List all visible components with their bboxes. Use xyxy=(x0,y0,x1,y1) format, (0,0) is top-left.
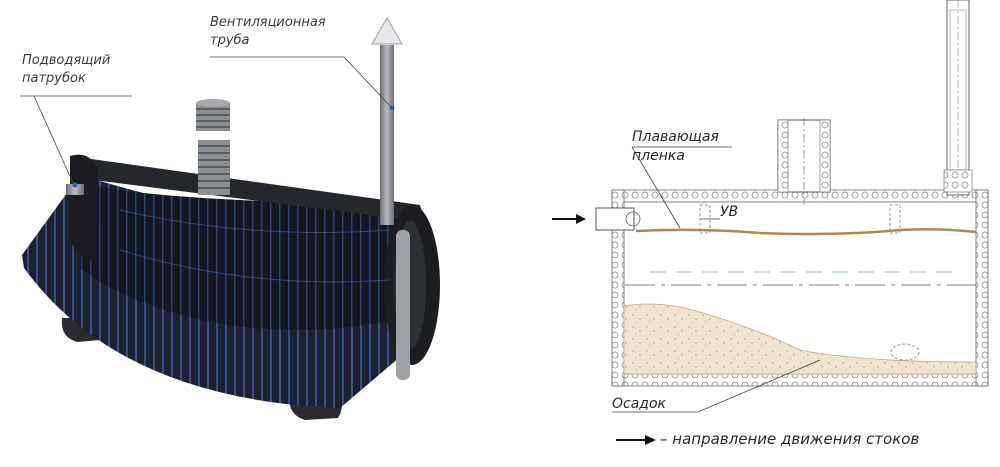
label-water-level: УВ xyxy=(720,204,739,220)
vent-cap xyxy=(371,16,403,45)
label-sediment: Осадок xyxy=(612,396,666,412)
watermark-logo-icon xyxy=(820,444,840,464)
watermark-item: pknic.ru xyxy=(690,442,769,466)
watermark-item: pknic.ru xyxy=(40,442,119,466)
watermark-logo-icon xyxy=(690,444,710,464)
section-inlet-pipe xyxy=(595,207,635,231)
tank-top-rim xyxy=(70,156,425,222)
watermark-item: pknic.ru xyxy=(560,442,639,466)
inflow-arrow xyxy=(552,214,586,224)
watermark-logo-icon xyxy=(40,444,60,464)
watermark-logo-icon xyxy=(560,444,580,464)
tank-bottom-wall xyxy=(611,373,989,387)
watermark-item: pknic.ru xyxy=(180,442,259,466)
tank-end-cap xyxy=(70,154,98,262)
sediment-layer xyxy=(623,303,977,375)
watermark-item: pknic.ru xyxy=(820,442,899,466)
septic-tank-section xyxy=(552,0,989,387)
watermark-logo-icon xyxy=(180,444,200,464)
septic-tank-3d xyxy=(22,16,440,420)
legend-arrow xyxy=(616,435,656,445)
watermark-logo-icon xyxy=(300,444,320,464)
inlet-pipe xyxy=(66,184,84,195)
tank-left-wall xyxy=(611,189,625,387)
floating-film xyxy=(635,228,977,236)
label-inlet-pipe: Подводящий патрубок xyxy=(22,53,111,86)
watermark-item: pknic.ru xyxy=(430,442,509,466)
leader-lines-left xyxy=(20,56,393,184)
watermark-item: pknic.ru xyxy=(300,442,379,466)
label-vent-pipe: Вентиляционная труба xyxy=(210,15,326,48)
label-floating-film: Плавающая пленка xyxy=(632,129,719,164)
legend-text: – направление движения стоков xyxy=(660,430,920,448)
inlet-marker xyxy=(72,182,78,188)
vent-pipe xyxy=(380,45,394,225)
watermark-logo-icon xyxy=(430,444,450,464)
tank-right-wall xyxy=(975,189,989,387)
leader-lines-right xyxy=(612,146,821,413)
watermark-band: pknic.ru pknic.ru pknic.ru pknic.ru pkni… xyxy=(0,220,1000,464)
